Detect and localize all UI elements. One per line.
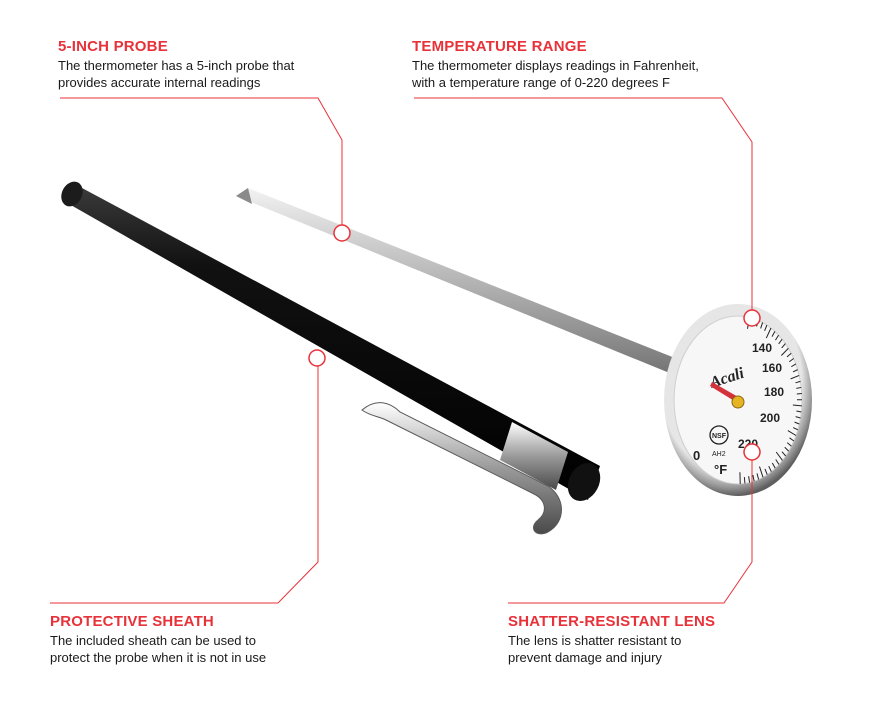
callout-sheath-text: The included sheath can be used to prote… <box>50 633 267 665</box>
callout-range-title: TEMPERATURE RANGE <box>412 38 587 55</box>
marker-sheath <box>308 349 326 367</box>
dial: Acali 140 160 180 200 220 0 °F NSF AH2 <box>664 304 812 496</box>
needle <box>710 382 740 402</box>
unit-label: °F <box>714 462 727 477</box>
marker-probe <box>333 224 351 242</box>
dial-tick <box>778 338 783 345</box>
dial-tick <box>781 451 787 457</box>
dial-tick <box>768 465 772 472</box>
dial-tick <box>796 410 802 413</box>
dial-tick <box>775 459 780 465</box>
dial-tick <box>775 451 783 461</box>
dial-tick <box>796 386 802 389</box>
callout-range-text: The thermometer displays readings in Fah… <box>412 58 699 90</box>
dial-tick <box>775 334 780 341</box>
scale-label-160: 160 <box>762 361 782 375</box>
leader-lens <box>508 454 753 604</box>
callout-probe-text: The thermometer has a 5-inch probe that … <box>58 58 295 90</box>
dial-tick <box>781 343 786 349</box>
callout-sheath-title: PROTECTIVE SHEATH <box>50 613 214 630</box>
leader-sheath <box>50 366 319 604</box>
dial-tick <box>784 446 790 452</box>
callout-markers <box>308 224 761 461</box>
leader-range <box>414 97 753 316</box>
marker-range <box>743 309 761 327</box>
zero-label: 0 <box>693 448 700 463</box>
dial-tick <box>792 404 802 407</box>
leader-lines <box>50 97 753 604</box>
marker-lens <box>743 443 761 461</box>
dial-tick <box>752 474 755 482</box>
dial-tick <box>786 352 792 358</box>
callout-lens: SHATTER-RESISTANT LENS The lens is shatt… <box>508 613 788 666</box>
dial-tick <box>795 416 801 419</box>
dial-tick <box>794 421 800 425</box>
scale-label-180: 180 <box>764 385 784 399</box>
callout-lens-title: SHATTER-RESISTANT LENS <box>508 613 716 630</box>
dial-tick <box>792 369 798 373</box>
probe <box>236 188 700 383</box>
dial-tick <box>760 322 764 329</box>
dial-tick <box>771 331 776 337</box>
needle-hub <box>731 395 745 409</box>
dial-tick <box>759 466 764 478</box>
dial-tick <box>789 437 795 442</box>
dial-tick <box>756 473 760 480</box>
dial-tick <box>771 462 776 469</box>
dial-tick <box>748 476 751 483</box>
scale-label-200: 200 <box>760 411 780 425</box>
protective-sheath <box>61 181 601 535</box>
callout-lens-text: The lens is shatter resistant to prevent… <box>508 633 682 665</box>
callout-range: TEMPERATURE RANGE The thermometer displa… <box>412 38 752 91</box>
callout-probe: 5-INCH PROBE The thermometer has a 5-inc… <box>58 38 348 91</box>
dial-tick <box>764 468 768 475</box>
dial-tick <box>764 324 768 332</box>
model-label: AH2 <box>712 451 726 458</box>
dial-tick <box>787 430 797 436</box>
dial-tick <box>786 442 792 447</box>
scale-label-140: 140 <box>752 341 772 355</box>
dial-tick <box>780 347 789 356</box>
callout-probe-title: 5-INCH PROBE <box>58 38 168 55</box>
dial-tick <box>795 380 801 384</box>
leader-probe <box>60 97 343 232</box>
dial-tick <box>765 327 772 339</box>
nsf-mark: NSF <box>709 425 729 445</box>
callout-sheath: PROTECTIVE SHEATH The included sheath ca… <box>50 613 330 666</box>
dial-tick <box>791 363 797 368</box>
svg-text:NSF: NSF <box>712 433 727 440</box>
dial-tick <box>790 374 800 380</box>
dial-tick <box>743 477 746 484</box>
dial-tick <box>789 358 794 363</box>
dial-tick <box>792 427 799 431</box>
